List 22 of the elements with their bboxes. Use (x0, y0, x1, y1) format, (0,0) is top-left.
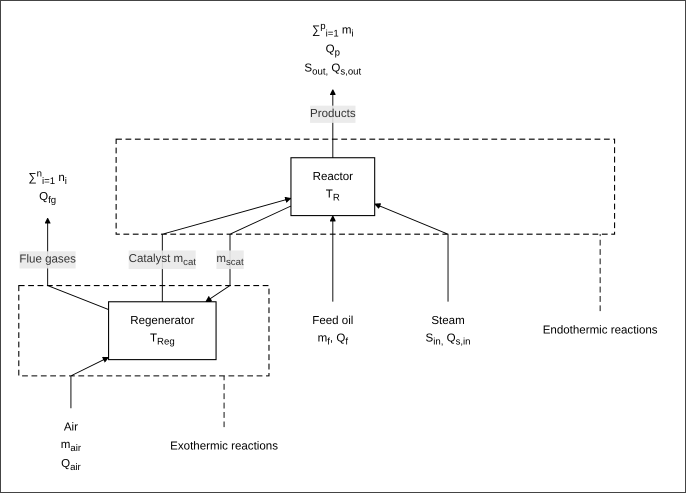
node-box: Reactor T$_{R}$ (290, 157, 376, 216)
connector (224, 375, 225, 428)
edge-label: Products (310, 108, 356, 120)
connector (600, 234, 601, 312)
node-text: Endothermic reactions (542, 324, 658, 336)
node-text: ∑$^{p}$$_{i=1}$ m$_{i}$ Q$_{p}$ S$_{out,}$ Q$_{s,out}$ (304, 20, 362, 76)
cluster (116, 138, 616, 235)
edge-label: m$_{scat}$ (216, 252, 244, 268)
node-text: Air m$_{air}$ Q$_{air}$ (60, 421, 82, 472)
node-text: ∑$^{n}$$_{i=1}$ n$_{i}$ Q$_{fg}$ (28, 168, 67, 205)
arrow (330, 215, 336, 302)
edge-label: Catalyst m$_{cat}$ (128, 252, 196, 268)
node-box: Regenerator T$_{Reg}$ (108, 301, 217, 360)
node-text: Steam S$_{in,}$ Q$_{s,in}$ (426, 314, 471, 347)
arrow (70, 356, 109, 409)
edge-label: Flue gases (19, 253, 76, 266)
node-text: Exothermic reactions (170, 440, 278, 452)
node-text: Feed oil m$_{f}$, Q$_{f}$ (312, 314, 354, 347)
arrow (205, 206, 292, 302)
arrow (162, 196, 292, 302)
cluster (18, 284, 270, 376)
arrow (374, 203, 448, 302)
